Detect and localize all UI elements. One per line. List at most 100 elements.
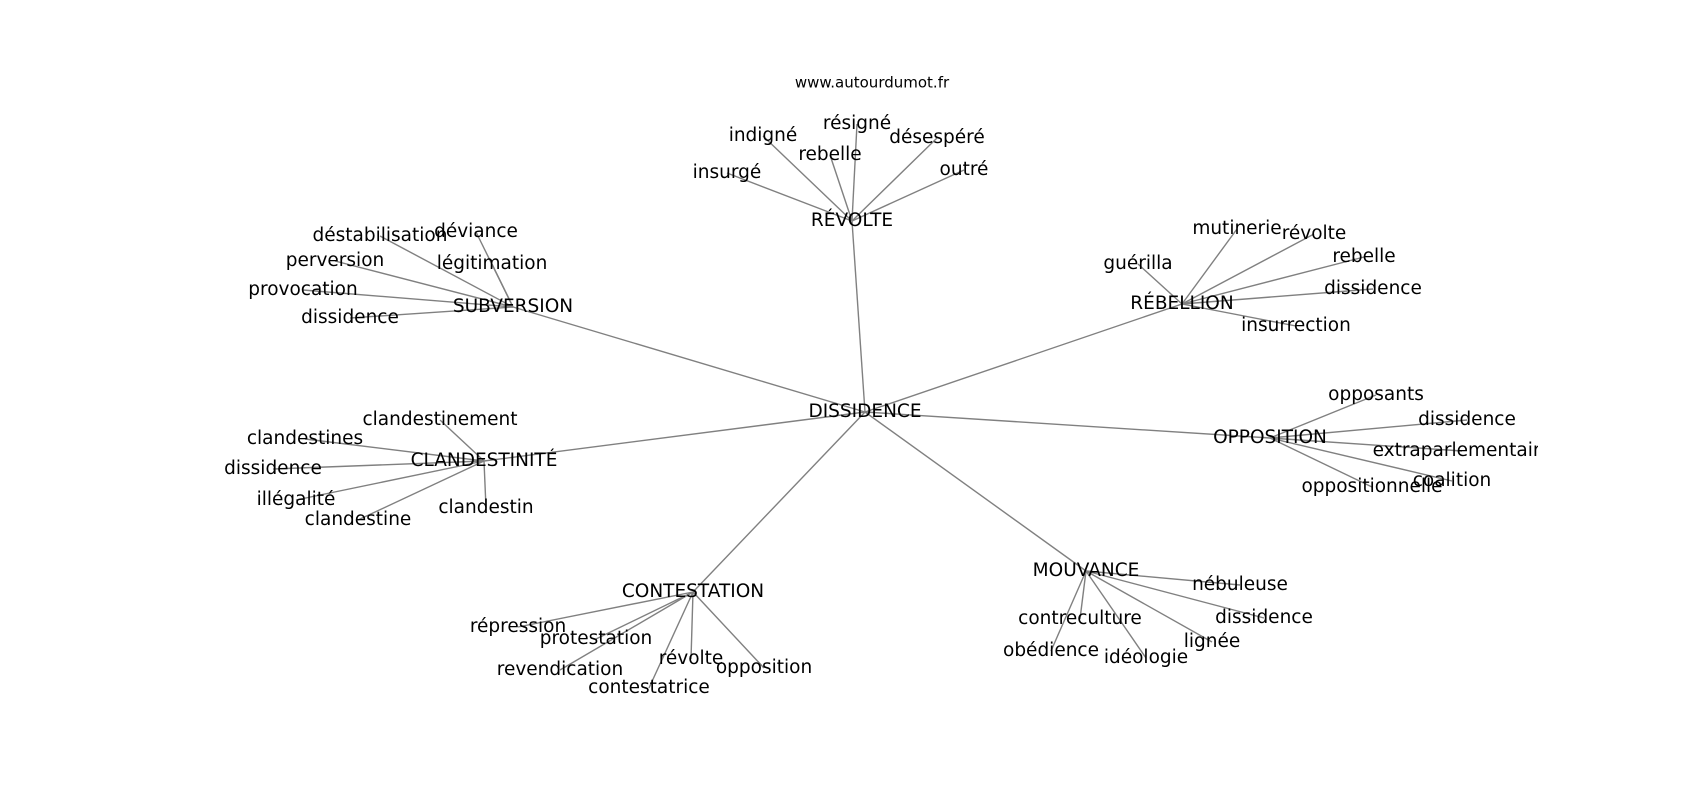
edge-hub-to-leaf bbox=[334, 260, 514, 308]
edge-hub-to-leaf bbox=[304, 438, 485, 462]
leaf-node-label: répression bbox=[470, 616, 566, 637]
source-label: www.autourdumot.fr bbox=[795, 74, 950, 92]
edge-hub-to-leaf bbox=[726, 172, 853, 222]
leaf-node-label: protestation bbox=[540, 628, 653, 649]
edge-hub-to-leaf bbox=[648, 591, 694, 689]
edge-hub-to-leaf bbox=[851, 123, 858, 222]
edge-hub-to-leaf bbox=[1137, 263, 1183, 305]
edge-hub-to-leaf bbox=[272, 460, 485, 470]
leaf-node-label: dissidence bbox=[1418, 409, 1516, 430]
leaf-node-label: dissidence bbox=[224, 458, 322, 479]
edge-hub-to-leaf bbox=[357, 460, 485, 521]
edge-hub-to-leaf bbox=[1181, 303, 1297, 327]
edges bbox=[272, 123, 1468, 689]
hub-node-label: RÉBELLION bbox=[1130, 292, 1233, 314]
edge-hub-to-leaf bbox=[1079, 570, 1087, 620]
leaf-node-label: insurgé bbox=[693, 162, 762, 183]
leaf-node-label: déviance bbox=[434, 221, 518, 242]
edge-hub-to-leaf bbox=[1085, 570, 1213, 643]
leaf-node-label: clandestin bbox=[438, 497, 533, 518]
edge-hub-to-leaf bbox=[595, 591, 694, 640]
leaf-node-label: clandestines bbox=[247, 428, 363, 449]
leaf-node-label: clandestinement bbox=[362, 409, 517, 430]
edge-center-to-hub bbox=[512, 306, 866, 413]
edge-hub-to-leaf bbox=[762, 135, 853, 222]
leaf-node-label: indigné bbox=[729, 125, 798, 146]
leaf-node-label: opposants bbox=[1328, 384, 1424, 405]
edge-center-to-hub bbox=[692, 411, 866, 593]
leaf-node-label: dissidence bbox=[1215, 607, 1313, 628]
leaf-node-label: revendication bbox=[497, 659, 623, 680]
edge-hub-to-leaf bbox=[1269, 437, 1373, 488]
leaf-node-label: illégalité bbox=[257, 489, 336, 510]
edge-hub-to-leaf bbox=[295, 460, 485, 501]
leaf-node-label: rebelle bbox=[798, 144, 861, 165]
edge-hub-to-leaf bbox=[1181, 288, 1374, 305]
edge-center-to-hub bbox=[851, 220, 866, 413]
edge-hub-to-leaf bbox=[1269, 437, 1463, 452]
edge-hub-to-leaf bbox=[851, 137, 938, 222]
edge-hub-to-leaf bbox=[1181, 233, 1315, 305]
center-node-label: DISSIDENCE bbox=[808, 401, 921, 422]
edge-hub-to-leaf bbox=[1085, 570, 1265, 619]
edge-hub-to-leaf bbox=[559, 591, 694, 671]
leaf-node-label: résigné bbox=[823, 113, 891, 134]
edge-hub-to-leaf bbox=[1181, 256, 1365, 305]
edge-hub-to-leaf bbox=[439, 419, 485, 462]
edge-center-to-hub bbox=[864, 411, 1271, 439]
edge-hub-to-leaf bbox=[1050, 570, 1087, 652]
edge-center-to-hub bbox=[864, 411, 1087, 572]
edge-hub-to-leaf bbox=[1085, 570, 1147, 659]
edge-hub-to-leaf bbox=[483, 460, 487, 509]
leaf-node-label: dissidence bbox=[301, 307, 399, 328]
leaf-node-label: insurrection bbox=[1241, 315, 1351, 336]
leaf-node-label: opposition bbox=[716, 657, 812, 678]
edge-hub-to-leaf bbox=[1269, 394, 1377, 439]
leaf-node-label: révolte bbox=[659, 648, 724, 669]
edge-hub-to-leaf bbox=[302, 289, 514, 308]
leaf-node-label: oppositionnelle bbox=[1301, 476, 1442, 497]
edge-hub-to-leaf bbox=[491, 263, 514, 308]
edge-hub-to-leaf bbox=[851, 169, 965, 222]
leaf-node-label: dissidence bbox=[1324, 278, 1422, 299]
leaf-node-label: contestatrice bbox=[588, 677, 710, 698]
edge-hub-to-leaf bbox=[692, 591, 765, 669]
edge-hub-to-leaf bbox=[1269, 437, 1453, 482]
leaf-node-label: idéologie bbox=[1104, 647, 1188, 668]
edge-center-to-hub bbox=[483, 411, 866, 462]
leaf-node-label: coalition bbox=[1413, 470, 1492, 491]
hub-node-label: RÉVOLTE bbox=[811, 209, 893, 231]
hub-node-label: SUBVERSION bbox=[453, 296, 573, 317]
leaf-node-label: mutinerie bbox=[1192, 218, 1281, 239]
leaf-node-label: rebelle bbox=[1332, 246, 1395, 267]
leaf-node-label: légitimation bbox=[437, 253, 548, 274]
leaf-node-label: obédience bbox=[1003, 640, 1099, 661]
leaf-node-label: lignée bbox=[1184, 631, 1241, 652]
hub-node-label: MOUVANCE bbox=[1033, 560, 1140, 581]
leaf-node-label: déstabilisation bbox=[313, 225, 448, 246]
leaf-node-label: désespéré bbox=[889, 127, 985, 148]
edge-hub-to-leaf bbox=[690, 591, 694, 660]
hub-node-label: CLANDESTINITÉ bbox=[411, 449, 558, 471]
edge-hub-to-leaf bbox=[1269, 419, 1468, 439]
labels: DISSIDENCE RÉVOLTE indigné résignédésespéré… bbox=[224, 113, 1552, 698]
edge-hub-to-leaf bbox=[1181, 228, 1238, 305]
edge-center-to-hub bbox=[864, 303, 1183, 413]
leaf-node-label: extraparlementaire bbox=[1373, 440, 1552, 461]
hub-node-label: CONTESTATION bbox=[622, 581, 764, 602]
leaf-node-label: provocation bbox=[248, 279, 357, 300]
edge-hub-to-leaf bbox=[349, 306, 514, 319]
leaf-node-label: outré bbox=[940, 159, 989, 180]
leaf-node-label: nébuleuse bbox=[1192, 574, 1288, 595]
leaf-node-label: contreculture bbox=[1018, 608, 1142, 629]
edge-hub-to-leaf bbox=[517, 591, 694, 628]
leaf-node-label: perversion bbox=[286, 250, 385, 271]
leaf-node-label: guérilla bbox=[1103, 253, 1172, 274]
edge-hub-to-leaf bbox=[1085, 570, 1241, 586]
hub-node-label: OPPOSITION bbox=[1213, 427, 1327, 448]
leaf-node-label: clandestine bbox=[305, 509, 412, 530]
edge-hub-to-leaf bbox=[829, 154, 853, 222]
edge-hub-to-leaf bbox=[379, 235, 514, 308]
leaf-node-label: révolte bbox=[1282, 223, 1347, 244]
